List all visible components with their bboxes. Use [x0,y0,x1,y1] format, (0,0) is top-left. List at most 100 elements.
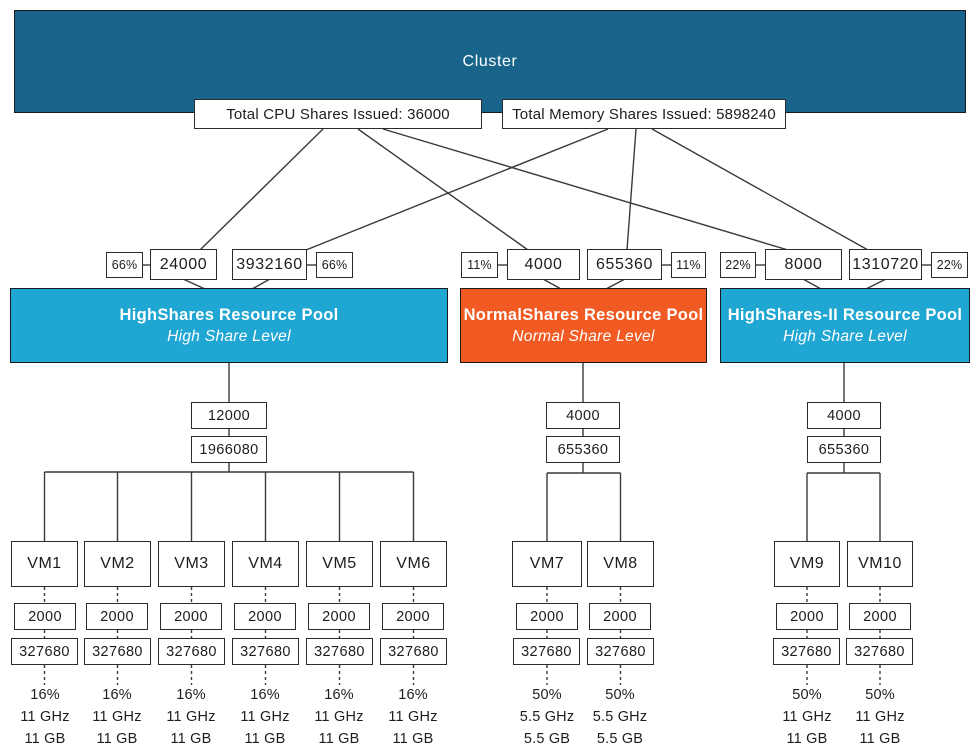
pool3-mem-shares-box: 1310720 [849,249,922,280]
vm7-cpu-shares-box: 2000 [516,603,578,630]
vm-mem-entitlement: 11 GB [392,731,434,747]
vm-mem-entitlement: 5.5 GB [596,731,644,747]
vm1-entitlement-stats: 16% 11 GHz 11 GB [0,684,90,750]
vm-entitlement-pct: 16% [176,687,206,703]
vm-entitlement-pct: 16% [324,687,354,703]
pool2-mem-shares-box: 655360 [587,249,662,280]
vm-cpu-entitlement: 11 GHz [166,709,216,725]
pool2-cpu-shares-box: 4000 [507,249,580,280]
vm9-cpu-shares-box: 2000 [776,603,838,630]
pool1-mem-shares-box: 3932160 [232,249,307,280]
pool2-total-mem-box: 655360 [546,436,620,463]
pool2-cpu-pct-box: 11% [461,252,498,278]
vm-mem-entitlement: 11 GB [244,731,286,747]
vm3-entitlement-stats: 16% 11 GHz 11 GB [146,684,236,750]
vm-cpu-entitlement: 11 GHz [20,709,70,725]
vm-cpu-entitlement: 5.5 GHz [519,709,575,725]
vm-entitlement-pct: 50% [792,687,822,703]
vm10-box: VM10 [847,541,913,587]
pool-name: NormalShares Resource Pool [463,305,704,324]
vm2-box: VM2 [84,541,151,587]
vm-cpu-entitlement: 5.5 GHz [592,709,648,725]
vm-entitlement-pct: 16% [30,687,60,703]
vm1-box: VM1 [11,541,78,587]
vm-cpu-entitlement: 11 GHz [240,709,290,725]
vm1-cpu-shares-box: 2000 [14,603,76,630]
vm7-entitlement-stats: 50% 5.5 GHz 5.5 GB [502,684,592,750]
vm10-entitlement-stats: 50% 11 GHz 11 GB [835,684,925,750]
vm4-box: VM4 [232,541,299,587]
highshares-resource-pool: HighShares Resource Pool High Share Leve… [10,288,448,363]
pool3-cpu-pct-box: 22% [720,252,756,278]
vm6-box: VM6 [380,541,447,587]
vm-mem-entitlement: 5.5 GB [523,731,571,747]
vm-mem-entitlement: 11 GB [170,731,212,747]
vm2-mem-shares-box: 327680 [84,638,151,665]
vm4-mem-shares-box: 327680 [232,638,299,665]
vm5-box: VM5 [306,541,373,587]
pool-share-level: Normal Share Level [512,327,655,345]
vm6-mem-shares-box: 327680 [380,638,447,665]
vm-entitlement-pct: 16% [398,687,428,703]
vm4-cpu-shares-box: 2000 [234,603,296,630]
normalshares-resource-pool: NormalShares Resource Pool Normal Share … [460,288,707,363]
vm-mem-entitlement: 11 GB [24,731,66,747]
vm8-entitlement-stats: 50% 5.5 GHz 5.5 GB [575,684,665,750]
vm8-cpu-shares-box: 2000 [589,603,651,630]
pool3-total-cpu-box: 4000 [807,402,881,429]
vm9-box: VM9 [774,541,840,587]
vm9-mem-shares-box: 327680 [773,638,840,665]
vm10-cpu-shares-box: 2000 [849,603,911,630]
vm2-entitlement-stats: 16% 11 GHz 11 GB [72,684,162,750]
cluster-box: Cluster [14,10,966,113]
vm9-entitlement-stats: 50% 11 GHz 11 GB [762,684,852,750]
pool1-cpu-pct-box: 66% [106,252,143,278]
pool-name: HighShares Resource Pool [119,305,339,324]
pool1-total-cpu-box: 12000 [191,402,267,429]
share-box-connectors [143,264,931,290]
vm-mem-entitlement: 11 GB [786,731,828,747]
vm8-box: VM8 [587,541,654,587]
pool1-mem-pct-box: 66% [316,252,353,278]
pool-share-level: High Share Level [783,327,907,345]
total-shares-fan-lines [199,128,869,251]
pool2-total-cpu-box: 4000 [546,402,620,429]
vm1-mem-shares-box: 327680 [11,638,78,665]
pool2-mem-pct-box: 11% [671,252,706,278]
vm3-box: VM3 [158,541,225,587]
pool1-total-mem-box: 1966080 [191,436,267,463]
vm7-box: VM7 [512,541,582,587]
vm3-mem-shares-box: 327680 [158,638,225,665]
vm3-cpu-shares-box: 2000 [160,603,222,630]
vm5-entitlement-stats: 16% 11 GHz 11 GB [294,684,384,750]
vm-mem-entitlement: 11 GB [859,731,901,747]
vm-entitlement-pct: 16% [102,687,132,703]
vm4-entitlement-stats: 16% 11 GHz 11 GB [220,684,310,750]
vm8-mem-shares-box: 327680 [587,638,654,665]
vm-cpu-entitlement: 11 GHz [782,709,832,725]
vm-cpu-entitlement: 11 GHz [388,709,438,725]
vm-mem-entitlement: 11 GB [96,731,138,747]
vm-cpu-entitlement: 11 GHz [855,709,905,725]
pool-share-level: High Share Level [167,327,291,345]
pool3-total-mem-box: 655360 [807,436,881,463]
vm-entitlement-pct: 16% [250,687,280,703]
vm7-mem-shares-box: 327680 [513,638,580,665]
vm6-cpu-shares-box: 2000 [382,603,444,630]
pool3-mem-pct-box: 22% [931,252,968,278]
vm2-cpu-shares-box: 2000 [86,603,148,630]
vm-cpu-entitlement: 11 GHz [92,709,142,725]
vm5-cpu-shares-box: 2000 [308,603,370,630]
vm-entitlement-pct: 50% [532,687,562,703]
vm10-mem-shares-box: 327680 [846,638,913,665]
highshares-ii-resource-pool: HighShares-II Resource Pool High Share L… [720,288,970,363]
vm-entitlement-pct: 50% [605,687,635,703]
vm5-mem-shares-box: 327680 [306,638,373,665]
total-cpu-shares-label: Total CPU Shares Issued: 36000 [194,99,482,129]
vm-cpu-entitlement: 11 GHz [314,709,364,725]
vm-entitlement-pct: 50% [865,687,895,703]
pool3-cpu-shares-box: 8000 [765,249,842,280]
pool-name: HighShares-II Resource Pool [727,305,963,324]
